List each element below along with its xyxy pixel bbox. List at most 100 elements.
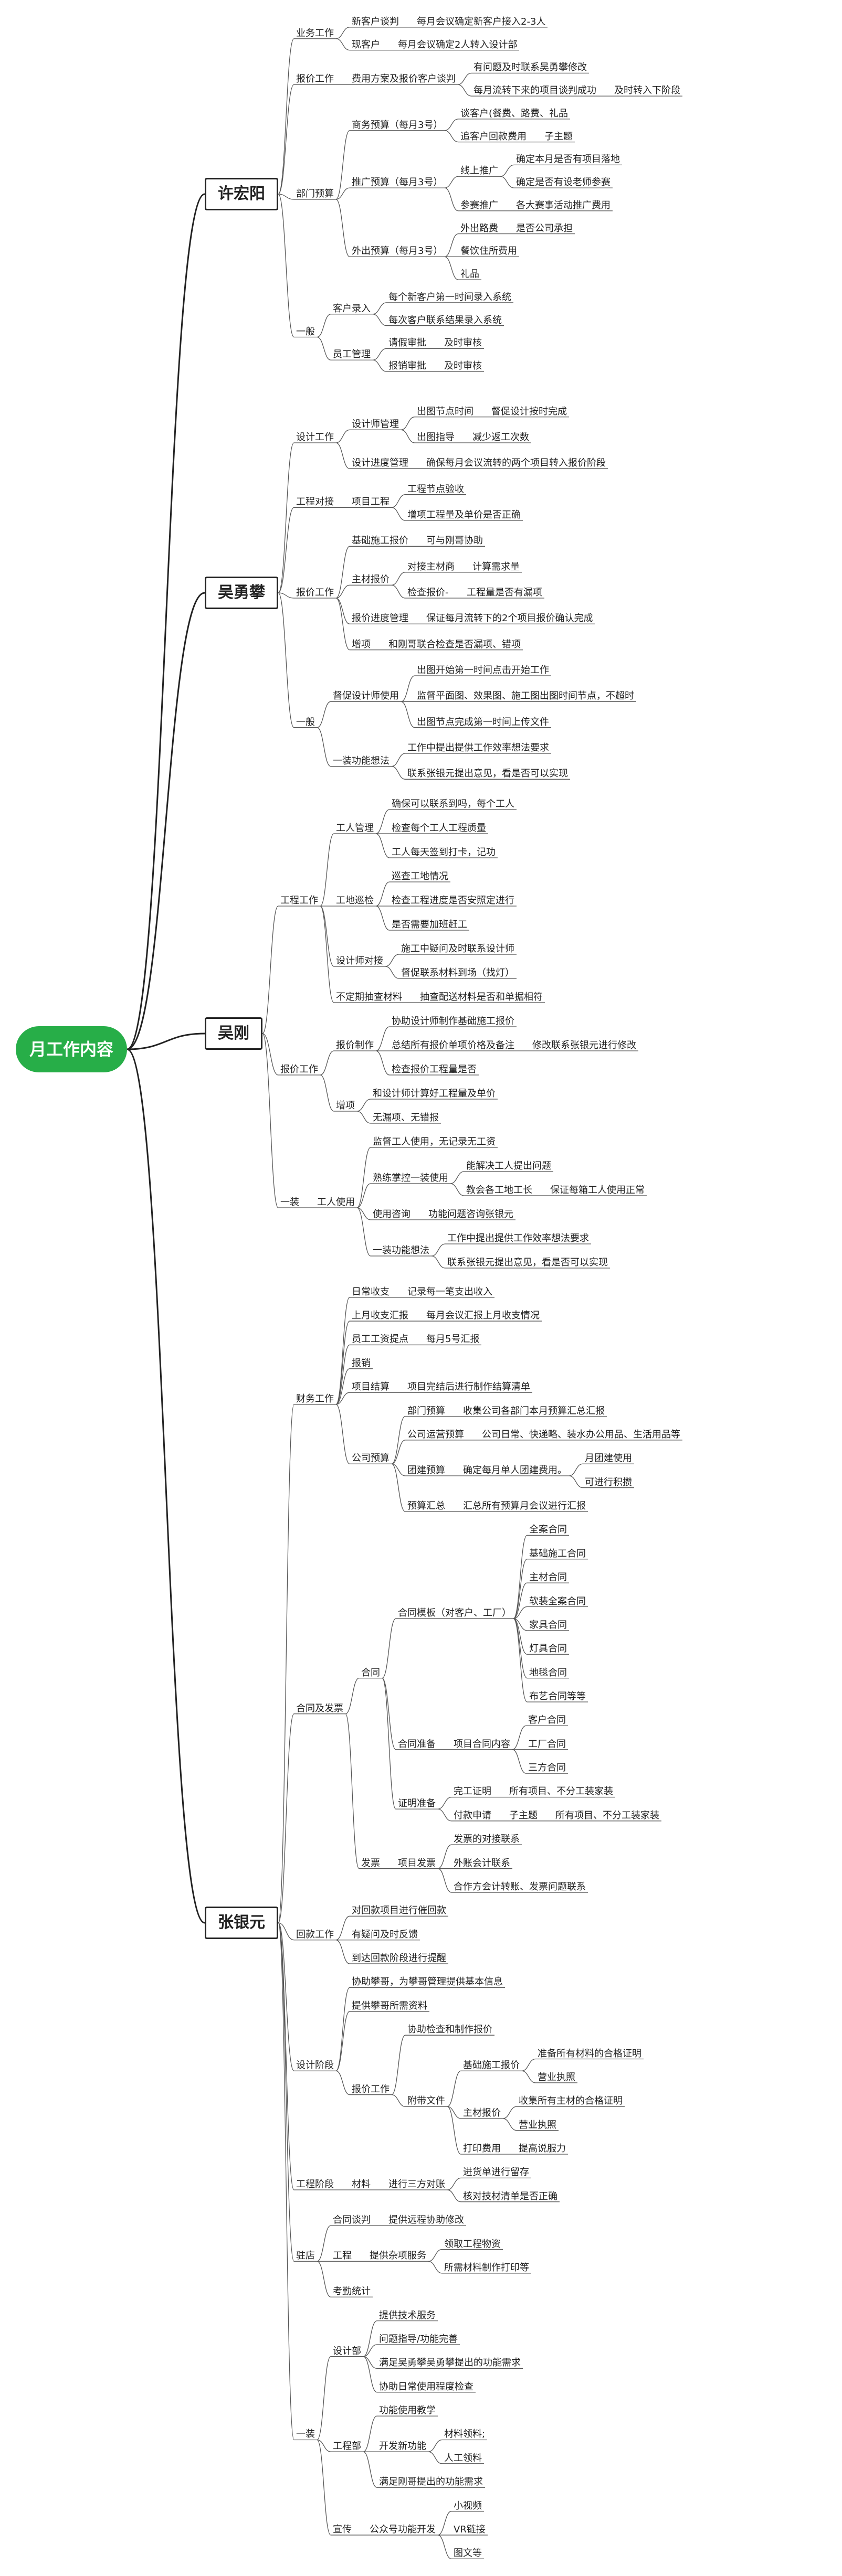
topic-node-d2: 增项 — [352, 638, 371, 650]
topic-node-d3: 参赛推广 — [460, 199, 498, 211]
topic-node-d3: 团建预算 — [407, 1464, 445, 1476]
topic-node-d4: 能解决工人提出问题 — [466, 1161, 551, 1172]
topic-node-d3: 是否需要加班赶工 — [392, 919, 467, 930]
topic-node-d4: 图文等 — [454, 2548, 482, 2559]
topic-node-d5: 营业执照 — [519, 2119, 556, 2131]
topic-node-d2: 报价工作 — [352, 2083, 390, 2095]
topic-node-d3: 巡查工地情况 — [392, 871, 448, 882]
topic-node-d3: 追客户回款费用 — [460, 131, 527, 142]
topic-node-d5: 客户合同 — [528, 1715, 566, 1726]
topic-node-d2: 新客户谈判 — [352, 16, 399, 27]
topic-node-d2: 外出预算（每月3号） — [352, 246, 443, 257]
topic-node-d2: 设计部 — [333, 2345, 361, 2357]
topic-node-d1: 设计工作 — [296, 432, 334, 443]
topic-node-d2: 协助攀哥，为攀哥管理提供基本信息 — [352, 1976, 503, 1988]
topic-node-d5: 提高说服力 — [519, 2143, 566, 2155]
topic-node-d3: 检查报价- — [407, 587, 449, 598]
topic-node-d1: 财务工作 — [296, 1393, 334, 1404]
topic-node-d2: 工程 — [333, 2250, 352, 2262]
topic-node-d2: 设计进度管理 — [352, 457, 408, 469]
topic-node-d4: 软装全案合同 — [529, 1595, 586, 1607]
topic-node-d3: 项目完结后进行制作结算清单 — [407, 1381, 530, 1393]
topic-node-d4: 联系张银元提出意见，看是否可以实现 — [447, 1257, 608, 1268]
topic-node-d3: 每月会议汇报上月收支情况 — [426, 1310, 540, 1322]
topic-node-d3: 出图开始第一时间点击开始工作 — [417, 665, 549, 676]
topic-node-d5: 三方合同 — [528, 1762, 566, 1774]
topic-node-d3: 使用咨询 — [373, 1209, 411, 1220]
topic-node-d4: 主材合同 — [529, 1572, 567, 1583]
topic-node-d1: 一装 — [296, 2429, 315, 2440]
topic-node-d3: 抽查配送材料是否和单据相符 — [420, 992, 543, 1003]
topic-node-d3: 出图节点完成第一时间上传文件 — [417, 716, 549, 728]
topic-node-d3: 问题指导/功能完善 — [379, 2333, 458, 2345]
topic-node-d3: 请假审批 — [388, 337, 426, 349]
topic-node-d3: 熟练掌控一装使用 — [373, 1173, 448, 1184]
topic-node-d3: 预算汇总 — [407, 1500, 445, 1512]
topic-node-d2: 项目结算 — [352, 1381, 390, 1393]
topic-node-d3: 总结所有报价单项价格及备注 — [392, 1040, 514, 1051]
topic-node-d3: 每月流转下来的项目谈判成功 — [473, 85, 596, 97]
topic-node-d4: 基础施工报价 — [463, 2060, 520, 2071]
topic-node-d3: 工程节点验收 — [407, 483, 464, 495]
topic-node-d2: 推广预算（每月3号） — [352, 177, 443, 188]
topic-node-d2: 设计师对接 — [336, 955, 383, 966]
topic-node-d3: 线上推广 — [460, 165, 498, 177]
topic-node-d3: 公司运营预算 — [407, 1429, 464, 1440]
topic-node-d2: 一装功能想法 — [333, 755, 390, 767]
branch-node-b2: 吴勇攀 — [205, 577, 278, 609]
topic-node-d5: 准备所有材料的合格证明 — [538, 2048, 641, 2059]
topic-node-d3: 每月5号汇报 — [426, 1334, 480, 1345]
branch-node-b3: 吴刚 — [205, 1017, 262, 1050]
topic-node-d2: 报价制作 — [336, 1040, 374, 1051]
topic-node-d3: 检查每个工人工程质量 — [392, 823, 486, 834]
topic-node-d4: 布艺合同等等 — [529, 1690, 586, 1702]
topic-node-d4: 项目合同内容 — [454, 1738, 510, 1750]
topic-node-d2: 基础施工报价 — [352, 535, 408, 547]
topic-node-d6: 所有项目、不分工装家装 — [555, 1809, 659, 1821]
topic-node-d3: 礼品 — [460, 269, 479, 280]
topic-node-d2: 工地巡检 — [336, 895, 374, 906]
topic-node-d1: 一般 — [296, 716, 315, 728]
topic-node-d3: 满足刚哥提出的功能需求 — [379, 2476, 483, 2488]
topic-node-d2: 督促设计师使用 — [333, 690, 399, 702]
topic-node-d2: 不定期抽查材料 — [336, 992, 402, 1003]
topic-node-d2: 设计师管理 — [352, 419, 399, 430]
topic-node-d3: 监督平面图、效果图、施工图出图时间节点，不超时 — [417, 690, 634, 702]
topic-node-d4: 全案合同 — [529, 1524, 567, 1536]
topic-node-d4: 公司日常、快递略、装水办公用品、生活用品等 — [482, 1429, 680, 1440]
topic-node-d2: 材料 — [352, 2179, 371, 2190]
topic-node-d5: 子主题 — [509, 1809, 538, 1821]
topic-node-d3: 提供杂项服务 — [370, 2250, 426, 2262]
topic-node-d2: 员工工资提点 — [352, 1334, 408, 1345]
topic-node-d1: 报价工作 — [296, 587, 334, 598]
topic-node-d3: 每次客户联系结果录入系统 — [388, 314, 502, 326]
topic-node-d1: 驻店 — [296, 2250, 315, 2262]
topic-node-d3: 满足吴勇攀吴勇攀提出的功能需求 — [379, 2357, 521, 2369]
topic-node-d2: 到达回款阶段进行提醒 — [352, 1953, 446, 1964]
topic-node-d5: 月团建使用 — [585, 1453, 632, 1464]
topic-node-d4: VR链接 — [454, 2524, 486, 2535]
topic-node-d3: 谈客户(餐费、路费、礼品 — [460, 108, 569, 119]
topic-node-d3: 监督工人使用，无记录无工资 — [373, 1136, 496, 1147]
topic-node-d4: 外账会计联系 — [454, 1857, 510, 1869]
topic-node-d2: 工程部 — [333, 2441, 361, 2452]
branch-node-b1: 许宏阳 — [205, 178, 278, 210]
topic-node-d3: 对接主材商 — [407, 561, 455, 572]
topic-node-d3: 无漏项、无错报 — [373, 1112, 439, 1123]
topic-node-d1: 设计阶段 — [296, 2060, 334, 2071]
topic-node-d3: 联系张银元提出意见，看是否可以实现 — [407, 768, 568, 780]
topic-node-d1: 报价工作 — [296, 73, 334, 85]
topic-node-d3: 项目发票 — [398, 1857, 436, 1869]
topic-node-d4: 确定每月单人团建费用。 — [463, 1464, 567, 1476]
topic-node-d5: 收集所有主材的合格证明 — [519, 2095, 623, 2107]
topic-node-d4: 确定本月是否有项目落地 — [516, 154, 620, 165]
topic-node-d3: 合同准备 — [398, 1738, 436, 1750]
topic-node-d3: 增项工程量及单价是否正确 — [407, 509, 521, 520]
topic-node-d4: 及时转入下阶段 — [614, 85, 680, 97]
topic-node-d1: 工程阶段 — [296, 2179, 334, 2190]
topic-node-d2: 宣传 — [333, 2524, 352, 2535]
topic-node-d1: 工程工作 — [280, 895, 318, 906]
topic-node-d2: 上月收支汇报 — [352, 1310, 408, 1322]
topic-node-d4: 确定是否有设老师参赛 — [516, 177, 611, 188]
